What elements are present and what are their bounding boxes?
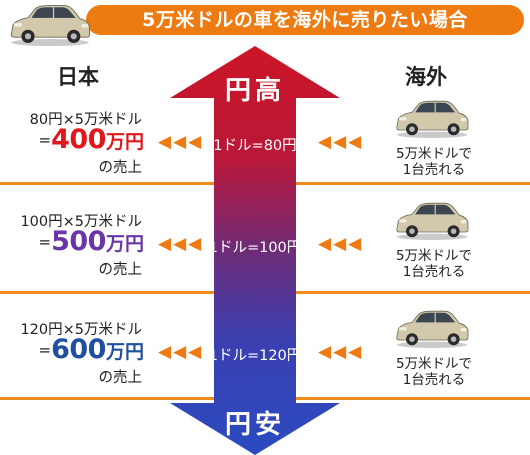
- chevrons-right: ◀◀◀: [318, 342, 364, 362]
- sold-caption-line1: 5万米ドルで: [395, 248, 473, 264]
- chevrons-right: ◀◀◀: [318, 234, 364, 254]
- car-icon: [10, 5, 91, 46]
- sales-amount-line: =500万円: [0, 226, 144, 257]
- exchange-rate-label: 1ドル=120円: [208, 348, 302, 364]
- title-text: 5万米ドルの車を海外に売りたい場合: [142, 9, 468, 31]
- equals-sign: =: [38, 233, 52, 251]
- sales-amount: 400: [51, 124, 106, 155]
- sales-amount-unit: 万円: [105, 131, 144, 153]
- yen-strength-arrow: [170, 46, 340, 455]
- sales-amount: 600: [51, 334, 106, 365]
- sold-caption-line2: 1台売れる: [402, 372, 466, 388]
- strong-yen-label: 円高: [224, 76, 285, 106]
- sold-caption-line1: 5万米ドルで: [395, 356, 473, 372]
- sales-amount-unit: 万円: [105, 341, 144, 363]
- calculation-text: 80円×5万米ドル: [29, 112, 142, 128]
- exchange-rate-label: 1ドル=80円: [213, 138, 297, 154]
- sales-amount: 500: [51, 226, 106, 257]
- weak-yen-label: 円安: [224, 410, 285, 440]
- japan-heading: 日本: [57, 65, 99, 89]
- chevrons-right: ◀◀◀: [318, 132, 364, 152]
- car-icon: [396, 310, 469, 348]
- exchange-rate-label: 1ドル=100円: [208, 240, 302, 256]
- sales-caption: の売上: [98, 262, 143, 278]
- sold-caption-line2: 1台売れる: [402, 264, 466, 280]
- sales-amount-line: =400万円: [0, 124, 144, 155]
- chevrons-left: ◀◀◀: [158, 342, 204, 362]
- car-icon: [396, 202, 469, 240]
- calculation-text: 100円×5万米ドル: [20, 214, 142, 230]
- equals-sign: =: [38, 341, 52, 359]
- sales-caption: の売上: [98, 370, 143, 386]
- sales-caption: の売上: [98, 160, 143, 176]
- chevrons-left: ◀◀◀: [158, 132, 204, 152]
- equals-sign: =: [38, 131, 52, 149]
- sold-caption-line2: 1台売れる: [402, 162, 466, 178]
- calculation-text: 120円×5万米ドル: [20, 322, 142, 338]
- title-banner: [86, 5, 524, 35]
- chevrons-left: ◀◀◀: [158, 234, 204, 254]
- car-icon: [396, 100, 469, 138]
- overseas-heading: 海外: [405, 65, 447, 89]
- sold-caption-line1: 5万米ドルで: [395, 146, 473, 162]
- sales-amount-unit: 万円: [105, 233, 144, 255]
- sales-amount-line: =600万円: [0, 334, 144, 365]
